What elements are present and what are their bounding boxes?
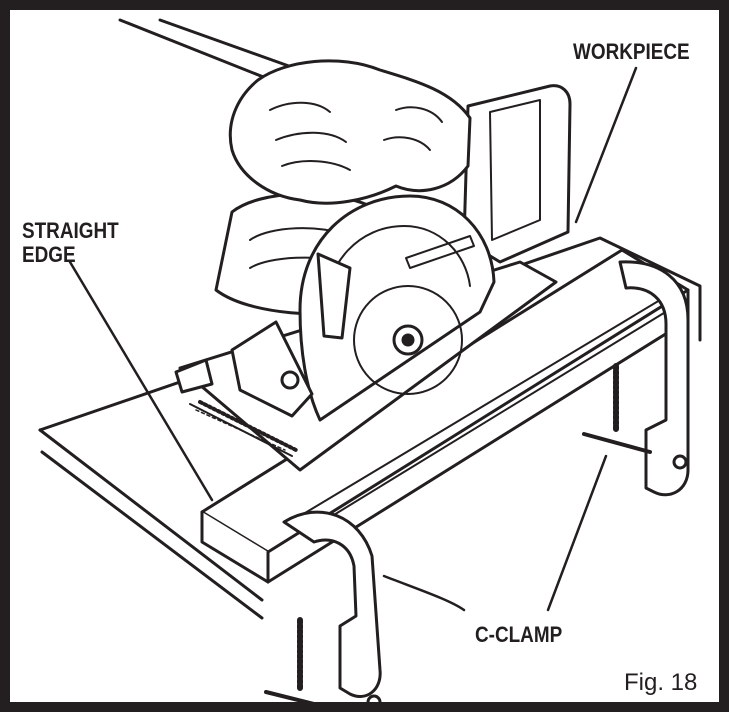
c-clamp-leader-left [382,574,466,612]
c-clamp-left [264,510,382,702]
straight-edge-label-line1: STRAIGHT [22,218,119,243]
leader-lines [68,66,638,612]
battery-pack [462,84,572,264]
workpiece-label: WORKPIECE [573,39,690,64]
c-clamp-label: C-CLAMP [475,622,563,647]
straight-edge-label-line2: EDGE [22,242,76,267]
workpiece-leader [574,66,638,224]
straight-edge-label: STRAIGHT EDGE [22,219,119,267]
straight-edge-leader [68,260,214,502]
bevel-bracket [174,320,314,418]
figure-caption: Fig. 18 [624,669,698,696]
blade-teeth [198,400,298,452]
operator-hands [118,18,472,340]
c-clamp-leader-right [546,454,608,612]
c-clamp-right [582,260,690,497]
